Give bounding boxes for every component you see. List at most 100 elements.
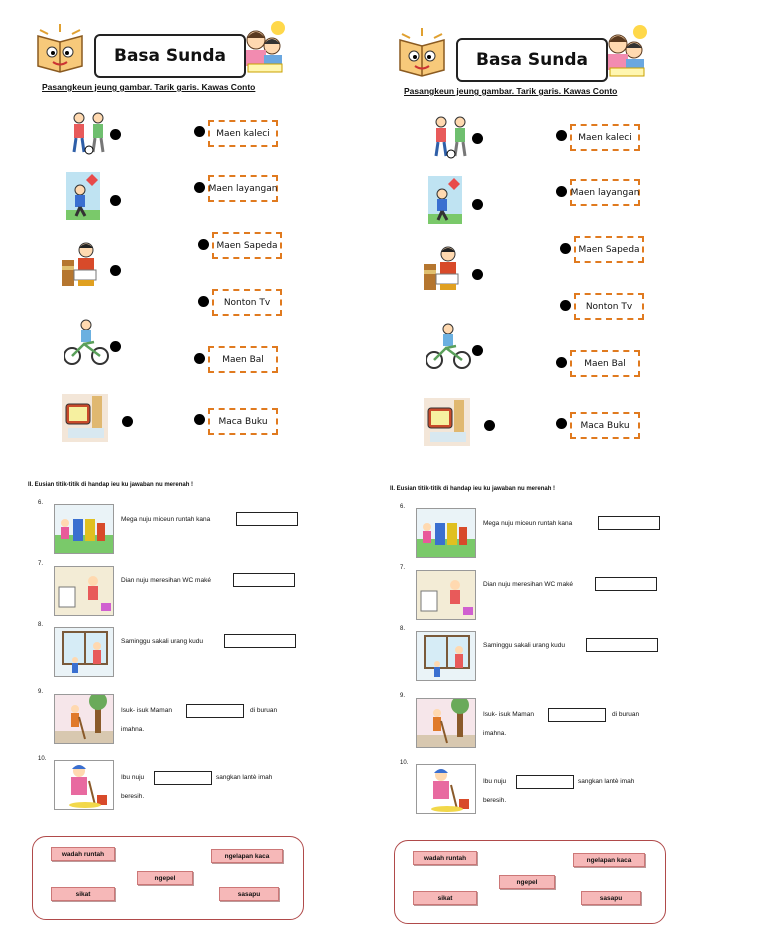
tv-room-picture — [62, 394, 108, 442]
match-dot-right[interactable] — [194, 182, 205, 193]
match-dot-left[interactable] — [110, 195, 121, 206]
answer-blank[interactable] — [236, 512, 298, 526]
word-option[interactable]: sikat — [51, 887, 115, 901]
section-2-heading: II. Eusian titik-titik di handap ieu ku … — [28, 482, 194, 488]
wiping-window-picture — [416, 631, 476, 681]
wiping-window-picture — [54, 627, 114, 677]
match-dot-left[interactable] — [122, 416, 133, 427]
instruction-text: Pasangkeun jeung gambar. Tarik garis. Ka… — [404, 86, 618, 96]
match-dot-right[interactable] — [556, 130, 567, 141]
answer-blank[interactable] — [595, 577, 657, 591]
word-option[interactable]: sasapu — [219, 887, 279, 901]
question-text-after: sangkan lantè imah — [578, 778, 635, 785]
question-text: Dian nuju meresihan WC maké — [121, 577, 211, 584]
answer-box: Nonton Tv — [574, 293, 644, 320]
answer-box: Maen Sapeda — [574, 236, 644, 263]
cleaning-toilet-picture — [416, 570, 476, 620]
bicycle-picture — [426, 323, 471, 369]
answer-blank[interactable] — [586, 638, 658, 652]
answer-blank[interactable] — [154, 771, 212, 785]
question-number: 8. — [38, 622, 44, 628]
question-text-line2: beresih. — [121, 793, 145, 800]
answer-box: Maen kaleci — [208, 120, 278, 147]
kids-playing-picture — [434, 116, 467, 159]
match-dot-right[interactable] — [556, 418, 567, 429]
match-dot-left[interactable] — [472, 269, 483, 280]
answer-blank[interactable] — [186, 704, 244, 718]
worksheet-page: Basa Sunda Pasangkeun jeung gambar. Tari… — [28, 0, 328, 932]
match-dot-right[interactable] — [194, 126, 205, 137]
instruction-text: Pasangkeun jeung gambar. Tarik garis. Ka… — [42, 82, 256, 92]
match-dot-left[interactable] — [110, 341, 121, 352]
book-mascot-icon — [399, 28, 445, 77]
match-dot-right[interactable] — [556, 357, 567, 368]
question-text-line2: imahna. — [121, 726, 145, 733]
match-dot-left[interactable] — [110, 129, 121, 140]
reading-kids-icon — [246, 21, 285, 73]
answer-box: Nonton Tv — [212, 289, 282, 316]
match-dot-left[interactable] — [110, 265, 121, 276]
match-dot-right[interactable] — [198, 296, 209, 307]
question-text: Saminggu sakali urang kudu — [121, 638, 204, 645]
question-number: 10. — [38, 756, 47, 762]
reading-kids-icon — [608, 25, 647, 77]
question-number: 10. — [400, 760, 409, 766]
sweeping-yard-picture — [54, 694, 114, 744]
match-dot-right[interactable] — [194, 414, 205, 425]
match-dot-right[interactable] — [194, 353, 205, 364]
question-text: Isuk- isuk Maman — [483, 711, 534, 718]
word-option[interactable]: wadah runtah — [413, 851, 477, 865]
match-dot-right[interactable] — [198, 239, 209, 250]
question-text-after: sangkan lantè imah — [216, 774, 273, 781]
reading-boy-picture — [62, 242, 97, 286]
match-dot-left[interactable] — [472, 133, 483, 144]
tv-room-picture — [424, 398, 470, 446]
sweeping-yard-picture — [416, 698, 476, 748]
word-bank: wadah runtah ngelapan kaca ngepel sikat … — [394, 840, 666, 924]
word-option[interactable]: ngelapan kaca — [573, 853, 645, 867]
cleaning-toilet-picture — [54, 566, 114, 616]
section-2-heading: II. Eusian titik-titik di handap ieu ku … — [390, 486, 556, 492]
book-mascot-icon — [37, 24, 83, 73]
question-number: 8. — [400, 626, 406, 632]
title-banner: Basa Sunda — [390, 16, 650, 86]
match-dot-right[interactable] — [560, 300, 571, 311]
page-title: Basa Sunda — [94, 34, 246, 78]
word-option[interactable]: sasapu — [581, 891, 641, 905]
answer-box: Maca Buku — [208, 408, 278, 435]
word-option[interactable]: wadah runtah — [51, 847, 115, 861]
answer-box: Maen kaleci — [570, 124, 640, 151]
word-option[interactable]: sikat — [413, 891, 477, 905]
answer-blank[interactable] — [224, 634, 296, 648]
question-number: 7. — [38, 561, 44, 567]
worksheet-page: Basa Sunda Pasangkeun jeung gambar. Tari… — [390, 4, 690, 936]
answer-blank[interactable] — [598, 516, 660, 530]
question-text-line2: beresih. — [483, 797, 507, 804]
answer-box: Maen layangan — [570, 179, 640, 206]
match-dot-left[interactable] — [484, 420, 495, 431]
bicycle-picture — [64, 319, 109, 365]
question-text-after: di buruan — [612, 711, 640, 718]
question-number: 6. — [400, 504, 406, 510]
word-option[interactable]: ngelapan kaca — [211, 849, 283, 863]
question-text: Isuk- isuk Maman — [121, 707, 172, 714]
match-dot-right[interactable] — [560, 243, 571, 254]
trash-bins-picture — [54, 504, 114, 554]
question-number: 9. — [400, 693, 406, 699]
mopping-floor-picture — [54, 760, 114, 810]
question-text: Dian nuju meresihan WC maké — [483, 581, 573, 588]
trash-bins-picture — [416, 508, 476, 558]
answer-blank[interactable] — [516, 775, 574, 789]
mopping-floor-picture — [416, 764, 476, 814]
answer-blank[interactable] — [548, 708, 606, 722]
answer-blank[interactable] — [233, 573, 295, 587]
question-text: Ibu nuju — [121, 774, 145, 781]
match-dot-left[interactable] — [472, 345, 483, 356]
question-number: 9. — [38, 689, 44, 695]
match-dot-right[interactable] — [556, 186, 567, 197]
word-option[interactable]: ngepel — [499, 875, 555, 889]
match-dot-left[interactable] — [472, 199, 483, 210]
title-banner: Basa Sunda — [28, 12, 288, 82]
question-number: 6. — [38, 500, 44, 506]
word-option[interactable]: ngepel — [137, 871, 193, 885]
